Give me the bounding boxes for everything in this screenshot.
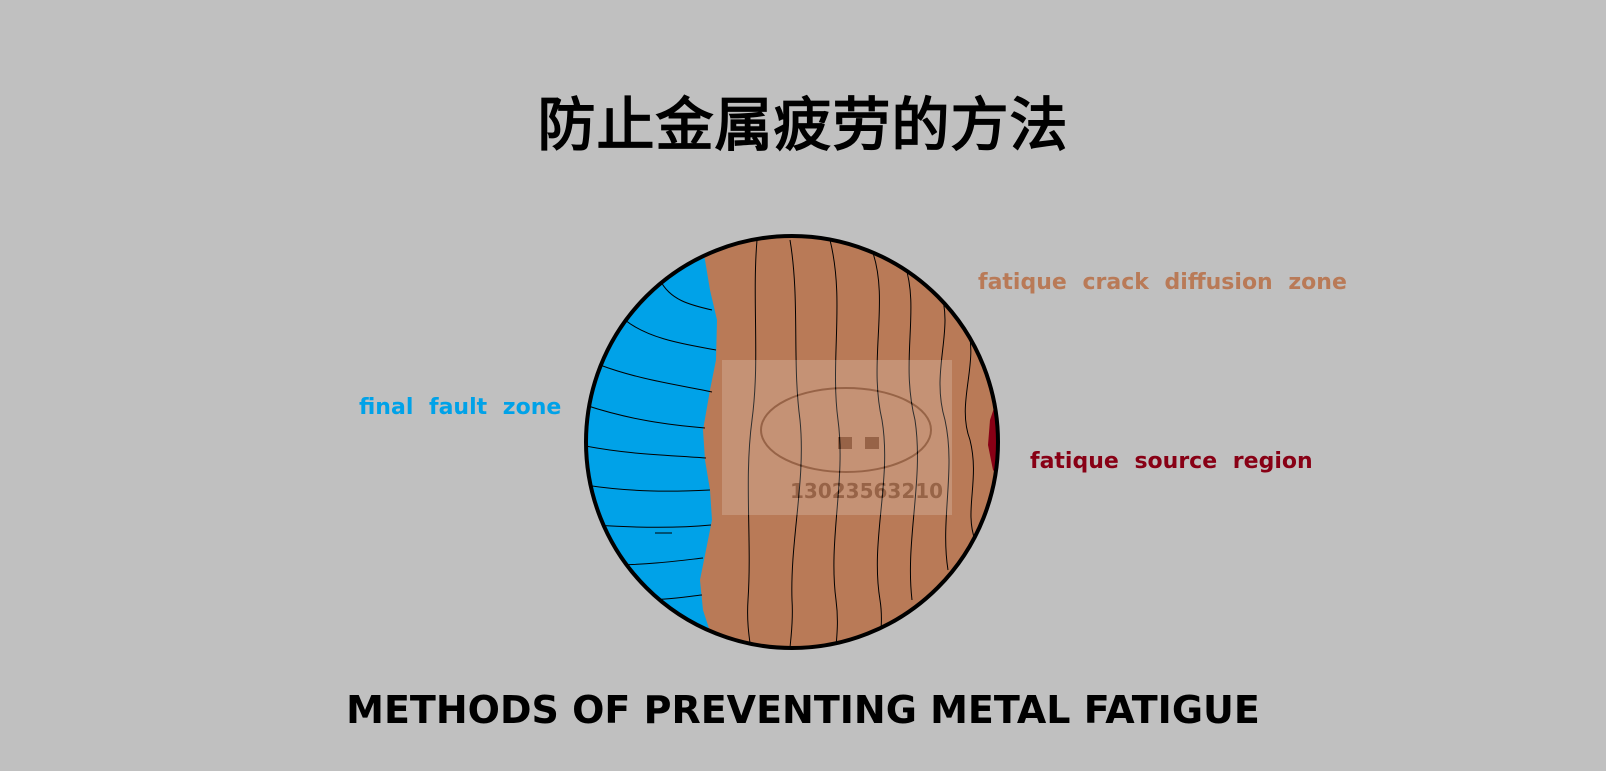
crack-diffusion-lines bbox=[747, 239, 976, 648]
final-fault-zone-label: final fault zone bbox=[359, 395, 562, 420]
watermark: 13023563210 bbox=[722, 360, 952, 515]
final-fault-striations bbox=[586, 279, 717, 601]
crack-diffusion-zone-label: fatique crack diffusion zone bbox=[978, 270, 1347, 295]
chinese-title: 防止金属疲劳的方法 bbox=[537, 91, 1069, 159]
source-region-label: fatique source region bbox=[1030, 449, 1313, 474]
svg-text:13023563210: 13023563210 bbox=[790, 479, 943, 503]
fracture-outline bbox=[584, 234, 1000, 650]
english-title: METHODS OF PREVENTING METAL FATIGUE bbox=[346, 688, 1260, 732]
